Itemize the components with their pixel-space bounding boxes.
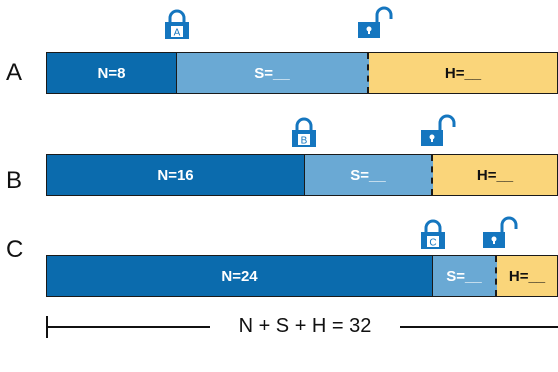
subnet-segment: S=__ — [433, 256, 497, 296]
row-label: B — [6, 167, 23, 194]
subnet-segment: S=__ — [177, 53, 369, 93]
lock-letter: A — [174, 28, 181, 39]
row-label: C — [6, 236, 24, 263]
open-lock-icon — [483, 216, 518, 248]
row-label: A — [6, 59, 23, 86]
host-segment: H=__ — [433, 155, 557, 195]
host-segment: H=__ — [497, 256, 557, 296]
open-lock-icon — [421, 114, 456, 146]
subnet-segment: S=__ — [305, 155, 433, 195]
bit-total-formula: N + S + H = 32 — [210, 315, 400, 338]
address-bar-c: N=24 S=__ H=__ — [46, 255, 558, 297]
open-lock-icon — [358, 6, 393, 38]
network-segment: N=16 — [47, 155, 305, 195]
closed-lock-icon: B — [292, 117, 316, 147]
host-segment: H=__ — [369, 53, 557, 93]
network-segment: N=24 — [47, 256, 433, 296]
address-bar-a: N=8 S=__ H=__ — [46, 52, 558, 94]
lock-letter: C — [429, 238, 436, 249]
closed-lock-icon: A — [165, 9, 189, 39]
address-bar-b: N=16 S=__ H=__ — [46, 154, 558, 196]
network-segment: N=8 — [47, 53, 177, 93]
lock-letter: B — [301, 136, 308, 147]
closed-lock-icon: C — [421, 219, 445, 249]
